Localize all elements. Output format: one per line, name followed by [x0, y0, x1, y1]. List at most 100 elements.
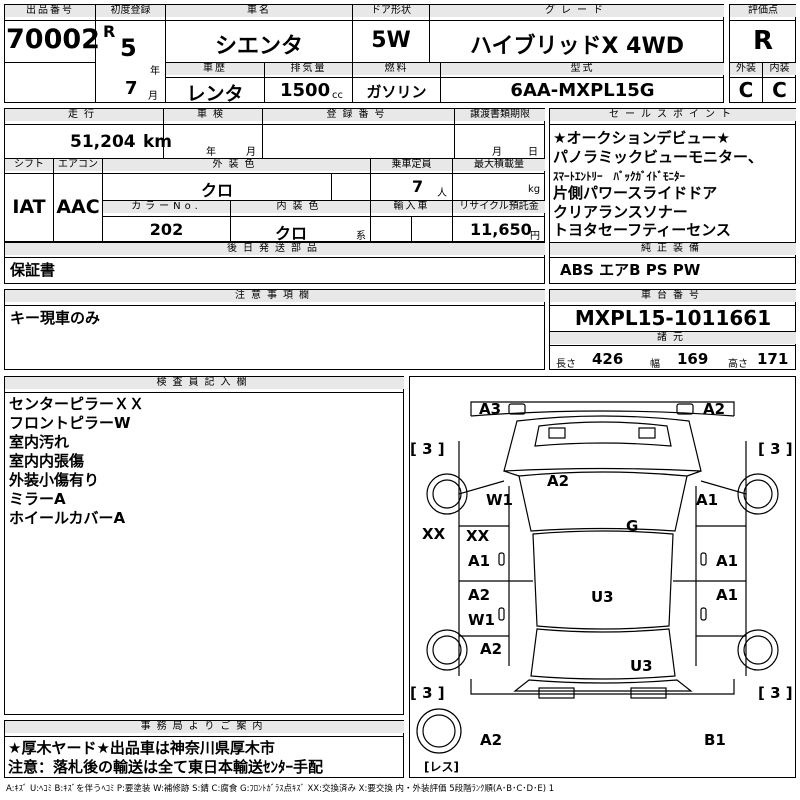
reg-year: 5: [120, 34, 137, 62]
sales-point-5: クリアランスソナー: [553, 203, 688, 221]
interior-rating: C: [772, 78, 787, 102]
inspector-note-7: ホイールカバーA: [9, 509, 126, 527]
length-label: 長さ: [556, 359, 576, 370]
notes-panel: [4, 289, 545, 370]
door-label: ドア形状: [353, 5, 429, 17]
inspector-note-1: センターピラーＸＸ: [9, 395, 145, 413]
later-parts-value: 保証書: [10, 261, 56, 279]
mileage-unit: km: [143, 132, 173, 152]
sales-point-4: 片側パワースライドドア: [553, 184, 718, 202]
tire-rating-front-right: [ 3 ]: [758, 440, 793, 458]
lot-no-label: 出品番号: [5, 5, 95, 17]
length-value: 426: [592, 350, 624, 368]
mark-a2-top: A2: [703, 400, 726, 418]
tire-rating-front-left: [ 3 ]: [410, 440, 445, 458]
displacement: 1500: [280, 80, 331, 101]
inspection-label: 車検: [164, 109, 262, 121]
month-unit: 月: [148, 91, 158, 102]
recycle-value: 11,650: [470, 220, 532, 239]
max-load-label: 最大積載量: [453, 159, 545, 171]
spare-tire-rating: [レス]: [424, 760, 459, 774]
office-note-2: 注意：落札後の輸送は全て東日本輸送ｾﾝﾀｰ手配: [8, 758, 324, 776]
width-value: 169: [677, 350, 709, 368]
int-color-value: クロ: [274, 224, 307, 243]
mark-a1-left-door: A1: [468, 552, 491, 570]
first-reg-label: 初度登録: [96, 5, 165, 17]
inspection-month-unit: 月: [246, 147, 256, 158]
mark-a1-front-right: A1: [696, 491, 719, 509]
shift-value: IAT: [12, 196, 46, 218]
model-name: シエンタ: [214, 34, 303, 59]
chassis-label: 車台番号: [550, 290, 796, 302]
era-mark: R: [103, 22, 116, 41]
capacity-label: 乗車定員: [371, 159, 452, 171]
inspection-year-unit: 年: [206, 147, 216, 158]
sales-point-6: トヨタセーフティーセンス: [553, 221, 731, 239]
equipment-value: ABS エアB PS PW: [560, 261, 701, 279]
sales-point-3: ｽﾏｰﾄｴﾝﾄﾘｰ ﾊﾞｯｸｶﾞｲﾄﾞﾓﾆﾀｰ: [553, 170, 685, 183]
door-type: 5W: [371, 28, 411, 53]
inspector-note-2: フロントピラーW: [9, 414, 131, 432]
office-note-1: ★厚木ヤード★出品車は神奈川県厚木市: [8, 739, 275, 757]
height-label: 高さ: [728, 359, 748, 370]
car-history: レンタ: [186, 83, 244, 105]
displacement-label: 排気量: [265, 63, 352, 75]
fuel-type: ガソリン: [366, 83, 427, 101]
year-unit: 年: [150, 66, 160, 77]
inspector-panel: [4, 376, 404, 715]
lot-number: 70002: [6, 24, 100, 55]
office-notes-label: 事務局よりご案内: [5, 721, 404, 733]
inspector-label: 検査員記入欄: [5, 377, 404, 389]
mark-xx-outside: XX: [422, 525, 446, 543]
mark-b1-bottom: B1: [704, 731, 726, 749]
ext-color-label: 外装色: [103, 159, 370, 171]
mark-a2-left-back: A2: [480, 640, 503, 658]
inspector-note-3: 室内汚れ: [9, 433, 70, 451]
mark-a1-right-door: A1: [716, 552, 739, 570]
later-parts-label: 後日発送部品: [5, 243, 545, 255]
vehicle-info-panel: [4, 108, 545, 242]
color-no-label: カラーNo.: [103, 201, 230, 213]
later-parts-panel: [4, 242, 545, 284]
exterior-label: 外装: [730, 63, 762, 75]
import-label: 輸入車: [371, 201, 452, 213]
model-type: 6AA-MXPL15G: [510, 80, 655, 101]
recycle-label: リサイクル預託金: [453, 201, 545, 213]
inspector-note-5: 外装小傷有り: [9, 471, 100, 489]
capacity-unit: 人: [437, 188, 447, 199]
mark-a3-top: A3: [479, 400, 502, 418]
mark-w1-left-rear: W1: [468, 611, 495, 629]
office-notes-panel: [4, 720, 404, 778]
shift-label: シフト: [5, 159, 53, 171]
transfer-month-unit: 月: [492, 147, 502, 158]
interior-label: 内装: [763, 63, 796, 75]
mark-u3-back: U3: [630, 657, 653, 675]
chassis-number: MXPL15-1011661: [574, 306, 772, 330]
reg-no-label: 登録番号: [263, 109, 454, 121]
sales-point-1: ★オークションデビュー★: [553, 129, 730, 147]
sales-point-2: パノラミックビューモニター、: [553, 148, 763, 166]
chassis-panel: [549, 289, 796, 370]
car-outline-diagram: [416, 401, 779, 754]
inspector-note-6: ミラーA: [9, 490, 66, 508]
ext-color-value: クロ: [200, 181, 233, 200]
int-color-unit: 系: [356, 231, 366, 242]
grade: ハイブリッドX 4WD: [469, 34, 685, 59]
tire-rating-rear-right: [ 3 ]: [758, 684, 793, 702]
equipment-label: 純正装備: [550, 243, 796, 255]
mark-a1-right-rear: A1: [716, 586, 739, 604]
mark-xx-pillar: XX: [466, 527, 490, 545]
height-value: 171: [757, 350, 789, 368]
notes-value: キー現車のみ: [10, 309, 101, 327]
int-color-label: 内装色: [231, 201, 370, 213]
color-no-value: 202: [149, 220, 184, 239]
tire-rating-rear-left: [ 3 ]: [410, 684, 445, 702]
mileage-label: 走行: [5, 109, 163, 121]
rating-label: 評価点: [730, 5, 796, 17]
aircon-value: AAC: [56, 196, 100, 218]
damage-legend: A:ｷｽﾞ U:ﾍｺﾐ B:ｷｽﾞを伴うﾍｺﾐ P:要塗装 W:補修跡 S:錆 …: [6, 784, 555, 794]
transfer-day-unit: 日: [528, 147, 538, 158]
mark-a2-left-rear: A2: [468, 586, 491, 604]
mark-w1-front-left: W1: [486, 491, 513, 509]
cc-unit: cc: [332, 90, 343, 101]
